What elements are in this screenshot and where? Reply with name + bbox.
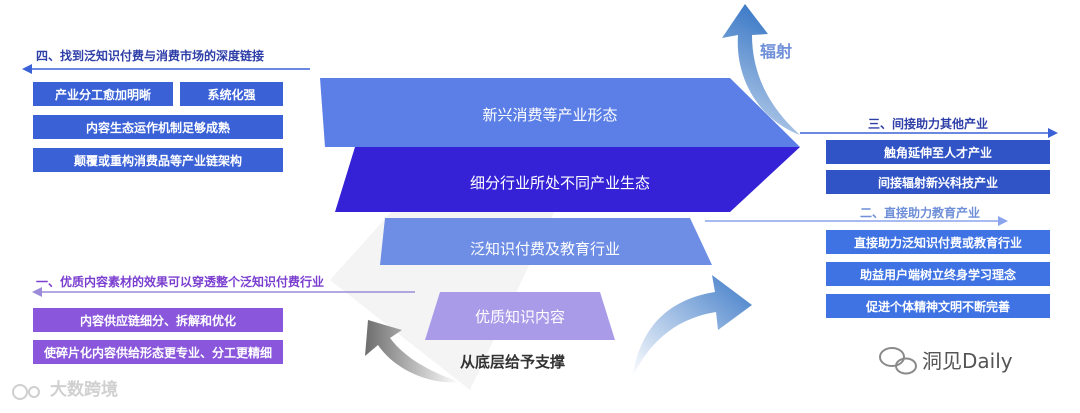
section-three-title: 三、间接助力其他产业 xyxy=(868,117,989,131)
funnel-layer-3 xyxy=(380,218,712,265)
funnel-layer-2 xyxy=(335,147,800,212)
section-three-item-2: 间接辐射新兴科技产业 xyxy=(826,170,1050,194)
section-four-title: 四、找到泛知识付费与消费市场的深度链接 xyxy=(36,49,265,63)
funnel-layer-4-label: 优质知识内容 xyxy=(474,308,565,326)
section-four-item-1: 产业分工愈加明晰 xyxy=(33,82,173,106)
section-two-item-2: 助益用户端树立终身学习理念 xyxy=(826,262,1050,286)
section-one-arrowhead xyxy=(32,287,42,297)
section-three-arrowhead xyxy=(1048,128,1058,138)
section-two-item-3: 促进个体精神文明不断完善 xyxy=(826,294,1050,318)
section-two-item-1: 直接助力泛知识付费或教育行业 xyxy=(826,230,1050,254)
radiate-label: 辐射 xyxy=(760,42,793,61)
section-one-item-1: 内容供应链细分、拆解和优化 xyxy=(33,308,283,332)
radiate-arrow-icon xyxy=(722,4,800,135)
funnel-layer-3-label: 泛知识付费及教育行业 xyxy=(469,240,620,258)
section-two-title: 二、直接助力教育产业 xyxy=(860,206,981,220)
support-arrow-left-icon xyxy=(365,320,460,383)
funnel-layer-4 xyxy=(425,292,615,340)
support-arrow-right-icon xyxy=(632,275,752,378)
section-three-item-1: 触角延伸至人才产业 xyxy=(826,140,1050,164)
funnel-layer-2-label: 细分行业所处不同产业生态 xyxy=(469,174,650,192)
section-four-item-4: 颠覆或重构消费品等产业链架构 xyxy=(33,148,283,172)
section-two-arrowhead xyxy=(998,216,1008,226)
watermark-right: 洞见Daily xyxy=(922,349,1013,373)
section-four-item-3: 内容生态运作机制足够成熟 xyxy=(33,115,283,139)
section-one-title: 一、优质内容素材的效果可以穿透整个泛知识付费行业 xyxy=(36,275,325,289)
section-four-arrowhead xyxy=(22,64,32,74)
bottom-caption: 从底层给予支撑 xyxy=(460,353,566,371)
watermark-left-logo-icon xyxy=(12,384,28,400)
section-one-item-2: 使碎片化内容供给形态更专业、分工更精细 xyxy=(33,340,283,364)
funnel-layer-1 xyxy=(320,78,800,147)
funnel-layer-1-label: 新兴消费等产业形态 xyxy=(482,106,618,124)
watermark-left: 大数跨境 xyxy=(50,380,118,400)
watermark-right-logo-icon xyxy=(879,347,917,375)
section-four-item-2: 系统化强 xyxy=(180,82,283,106)
